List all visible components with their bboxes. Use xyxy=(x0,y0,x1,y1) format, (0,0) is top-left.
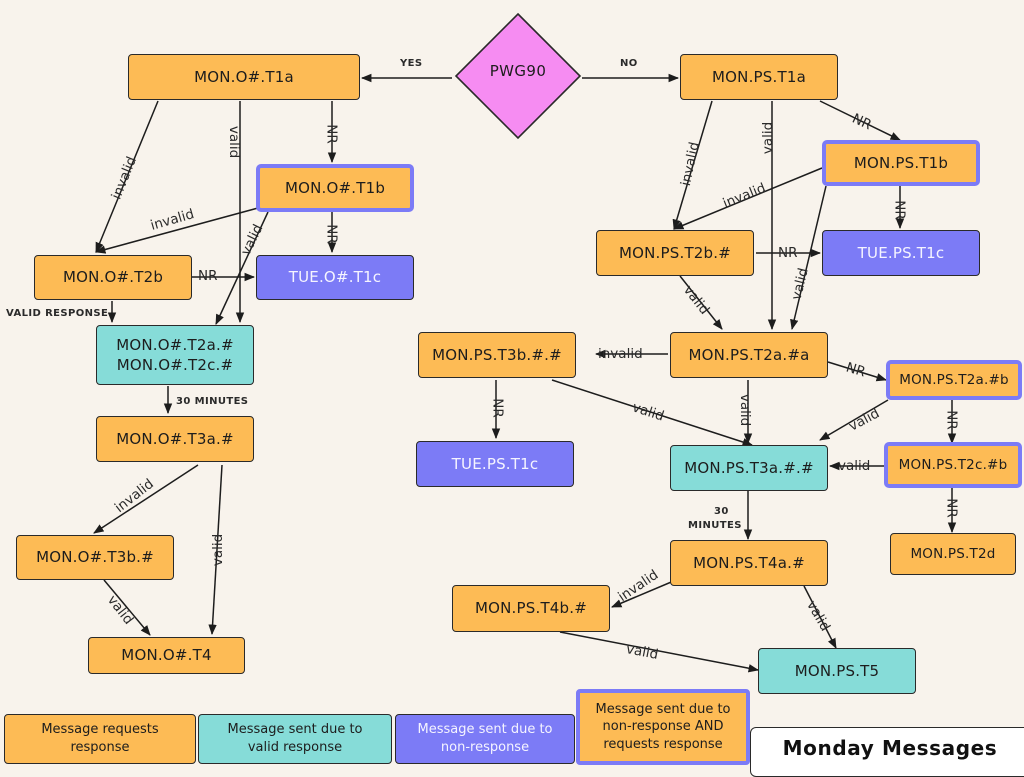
node-tue-ps-t1c: TUE.PS.T1c xyxy=(416,441,574,487)
node-mon-ps-t3a: MON.PS.T3a.#.# xyxy=(670,445,828,491)
edge-label-nr: NR xyxy=(778,245,798,261)
node-mon-ps-t4b: MON.PS.T4b.# xyxy=(452,585,610,632)
edge-label-nr: NR xyxy=(323,224,340,244)
edge-label-invalid: invalid xyxy=(598,346,643,362)
node-mon-o-t3a: MON.O#.T3a.# xyxy=(96,416,254,462)
node-mon-o-t1b: MON.O#.T1b xyxy=(256,164,414,212)
edge-label-valid: valid xyxy=(210,533,227,567)
edge-label-valid: valid xyxy=(760,121,777,155)
legend-non-response: Message sent due to non-response xyxy=(395,714,575,764)
legend-valid-response: Message sent due to valid response xyxy=(198,714,392,764)
edge-label-nr: NR xyxy=(943,498,960,518)
edge-label-nr: NR xyxy=(323,124,340,144)
node-mon-ps-t2a-a: MON.PS.T2a.#a xyxy=(670,332,828,378)
decision-diamond xyxy=(454,12,582,140)
edge-label-valid: valid xyxy=(737,393,754,427)
edge-label-nr: NR xyxy=(198,268,218,284)
edge-label-nr: NR xyxy=(943,410,960,430)
node-mon-o-t1a: MON.O#.T1a xyxy=(128,54,360,100)
node-mon-ps-t1b: MON.PS.T1b xyxy=(822,140,980,186)
edge-label-30: 30 xyxy=(714,506,729,517)
edge-label-yes: YES xyxy=(400,58,423,69)
edge-label-valid: valid xyxy=(226,125,243,159)
node-mon-ps-t3b: MON.PS.T3b.#.# xyxy=(418,332,576,378)
edge-label-nr: NR xyxy=(891,200,908,220)
node-tue-o-t1c: TUE.O#.T1c xyxy=(256,255,414,300)
node-mon-ps-t5: MON.PS.T5 xyxy=(758,648,916,694)
edge-label-30-minutes: 30 MINUTES xyxy=(176,396,249,407)
decision-label: PWG90 xyxy=(489,62,547,80)
edge-label-valid-response: VALID RESPONSE xyxy=(6,308,109,319)
edge-label-minutes: MINUTES xyxy=(688,520,742,531)
diagram-title: Monday Messages xyxy=(750,727,1024,777)
node-mon-ps-t2d: MON.PS.T2d xyxy=(890,533,1016,575)
node-mon-ps-t2b: MON.PS.T2b.# xyxy=(596,230,754,276)
node-mon-o-t2b: MON.O#.T2b xyxy=(34,255,192,300)
node-mon-ps-t1a: MON.PS.T1a xyxy=(680,54,838,100)
node-mon-o-t2a-t2c: MON.O#.T2a.# MON.O#.T2c.# xyxy=(96,325,254,385)
node-mon-ps-t2a-b: MON.PS.T2a.#b xyxy=(886,360,1022,400)
node-tue-ps-t1c: TUE.PS.T1c xyxy=(822,230,980,276)
node-mon-ps-t2c-b: MON.PS.T2c.#b xyxy=(884,442,1022,488)
node-mon-o-t3b: MON.O#.T3b.# xyxy=(16,535,174,580)
legend-requests-response: Message requests response xyxy=(4,714,196,764)
edge-label-valid: valid xyxy=(838,458,871,474)
node-mon-o-t4: MON.O#.T4 xyxy=(88,637,245,674)
node-mon-ps-t4a: MON.PS.T4a.# xyxy=(670,540,828,586)
edge-label-nr: NR xyxy=(489,398,506,418)
legend-non-response-and-requests: Message sent due to non-response AND req… xyxy=(576,689,750,765)
edge-label-no: NO xyxy=(620,58,638,69)
